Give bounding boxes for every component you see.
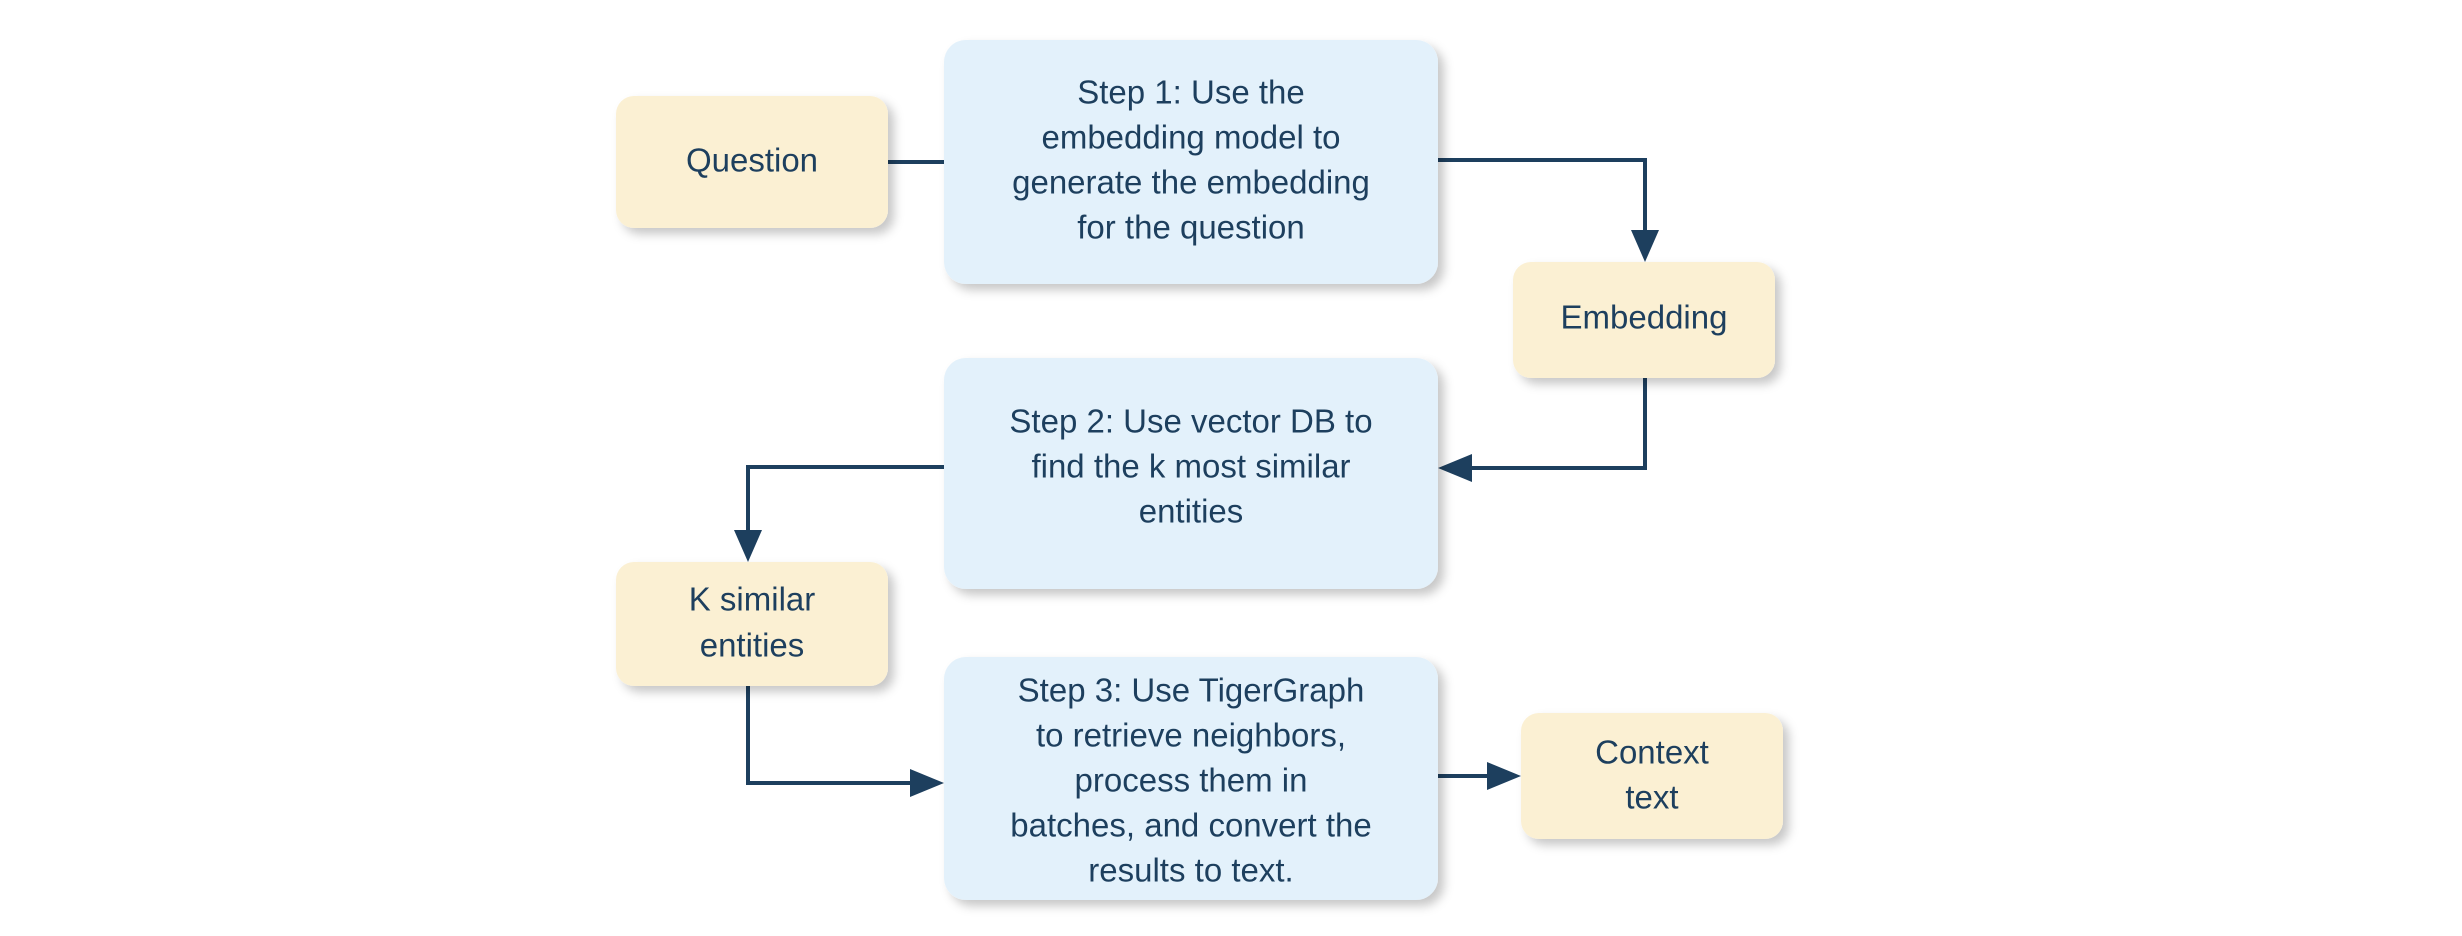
node-step3[interactable]: Step 3: Use TigerGraph to retrieve neigh…: [944, 657, 1438, 900]
node-step1-label-line-1: Step 1: Use the: [1077, 74, 1304, 111]
edge-step2-to-k-similar-entities: [734, 465, 944, 562]
node-step1-shape[interactable]: [944, 40, 1438, 284]
edge-embedding-to-step2: [1438, 378, 1647, 482]
edge-line: [1438, 158, 1647, 230]
edge-step3-to-context-text: [1438, 762, 1521, 790]
node-step3-label-line-4: batches, and convert the: [1010, 807, 1371, 844]
node-context-text-label-line-2: text: [1625, 779, 1678, 816]
node-step1[interactable]: Step 1: Use the embedding model to gener…: [944, 40, 1438, 284]
node-question[interactable]: Question: [616, 96, 888, 228]
node-step2-label-line-2: find the k most similar: [1031, 448, 1350, 485]
node-step1-label-line-4: for the question: [1077, 209, 1305, 246]
arrow-head-icon: [1438, 454, 1472, 482]
node-step2-label-line-1: Step 2: Use vector DB to: [1009, 403, 1372, 440]
edge-step1-to-embedding: [1438, 158, 1659, 262]
arrow-head-icon: [1487, 762, 1521, 790]
node-step3-shape[interactable]: [944, 657, 1438, 900]
node-embedding-shape[interactable]: [1513, 262, 1775, 378]
node-k-similar-entities-label-line-2: entities: [700, 627, 805, 664]
edge-k-similar-entities-to-step3: [746, 686, 944, 797]
node-step3-label-line-1: Step 3: Use TigerGraph: [1018, 672, 1365, 709]
node-context-text-label-line-1: Context: [1595, 734, 1709, 771]
node-step1-label-line-2: embedding model to: [1041, 119, 1340, 156]
node-k-similar-entities[interactable]: K similar entities: [616, 562, 888, 686]
edge-line: [1472, 378, 1647, 470]
node-step2-label-line-3: entities: [1139, 493, 1244, 530]
edge-line: [746, 686, 910, 785]
arrow-head-icon: [1631, 230, 1659, 262]
node-k-similar-entities-label-line-1: K similar: [689, 581, 816, 618]
node-question-shape[interactable]: [616, 96, 888, 228]
arrow-head-icon: [910, 769, 944, 797]
arrow-head-icon: [734, 530, 762, 562]
node-step2-shape[interactable]: [944, 358, 1438, 589]
node-step1-label-line-3: generate the embedding: [1012, 164, 1370, 201]
node-step3-label-line-3: process them in: [1075, 762, 1308, 799]
node-k-similar-entities-shape[interactable]: [616, 562, 888, 686]
node-step2[interactable]: Step 2: Use vector DB to find the k most…: [944, 358, 1438, 589]
edge-line: [746, 465, 944, 530]
node-context-text-shape[interactable]: [1521, 713, 1783, 839]
node-step3-label-line-2: to retrieve neighbors,: [1036, 717, 1346, 754]
node-context-text[interactable]: Context text: [1521, 713, 1783, 839]
node-question-label: Question: [686, 142, 818, 179]
node-embedding[interactable]: Embedding: [1513, 262, 1775, 378]
node-embedding-label: Embedding: [1561, 299, 1728, 336]
node-step3-label-line-5: results to text.: [1088, 852, 1293, 889]
